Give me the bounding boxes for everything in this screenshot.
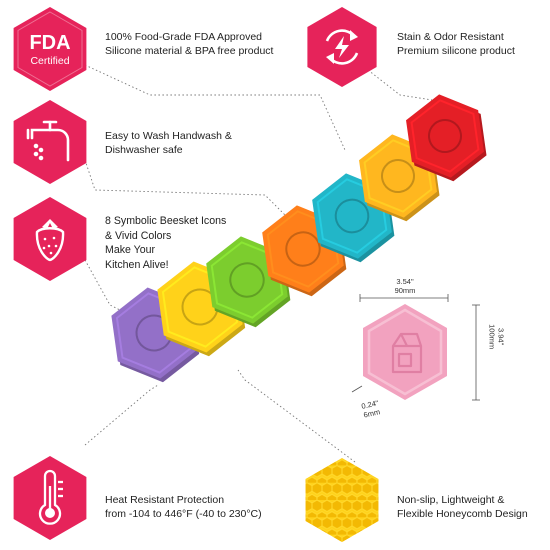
width-mm: 90mm [394, 285, 416, 295]
coaster-set [111, 94, 487, 383]
strawberry-icon [35, 219, 65, 262]
leader-fda [84, 64, 346, 151]
fda-text-line1: 100% Food-Grade FDA Approved [105, 31, 263, 43]
badge-heat [13, 456, 87, 540]
leader-icons [84, 259, 131, 316]
wash-text-line2: Dishwasher safe [105, 144, 183, 157]
height-in: 3.94" [496, 327, 506, 346]
heat-text-line1: Heat Resistant Protection [105, 494, 225, 506]
stain-text-line2: Premium silicone product [397, 45, 515, 58]
stain-text-line1: Stain & Odor Resistant [397, 31, 504, 43]
fda-badge-line2: Certified [30, 55, 69, 67]
badge-fda: FDA Certified [13, 7, 87, 91]
width-in: 3.54" [396, 277, 414, 286]
badge-honeycomb [305, 458, 379, 542]
leader-lines [84, 64, 433, 463]
wash-feature-text: Easy to Wash Handwash & Dishwasher safe [105, 129, 232, 158]
orange-icon [381, 159, 415, 193]
badge-stain [307, 7, 377, 87]
fda-feature-text: 100% Food-Grade FDA Approved Silicone ma… [105, 30, 273, 59]
stain-feature-text: Stain & Odor Resistant Premium silicone … [397, 30, 515, 59]
icons-text-line1: 8 Symbolic Beesket Icons [105, 215, 227, 227]
honeycomb-text-line2: Flexible Honeycomb Design [397, 508, 528, 521]
icons-text-line2: & Vivid Colors [105, 229, 172, 242]
icons-text-line4: Kitchen Alive! [105, 258, 169, 271]
wash-text-line1: Easy to Wash Handwash & [105, 130, 232, 142]
badge-wash [13, 100, 87, 184]
width-dimension-label: 3.54" 90mm [380, 277, 430, 295]
strawberry-icon [428, 119, 462, 153]
pumpkin-icon [285, 231, 321, 267]
fda-badge-line1: FDA [29, 32, 70, 54]
heat-feature-text: Heat Resistant Protection from -104 to 4… [105, 493, 262, 522]
fda-text-line2: Silicone material & BPA free product [105, 45, 274, 58]
leader-stain [367, 69, 433, 101]
milk-carton-icon [391, 332, 423, 374]
leader-wash [84, 159, 286, 216]
leader-heat [84, 384, 159, 446]
dimension-diagram [351, 294, 480, 401]
thermometer-icon [38, 469, 63, 525]
badge-icons [13, 197, 87, 281]
heat-text-line2: from -104 to 446°F (-40 to 230°C) [105, 508, 262, 521]
honeycomb-icon [305, 458, 379, 542]
coaster-strawberry [406, 94, 487, 182]
icons-text-line3: Make Your [105, 244, 156, 257]
leader-honey [237, 369, 356, 463]
broccoli-icon [334, 198, 370, 234]
milk-coaster [363, 304, 447, 400]
honeycomb-feature-text: Non-slip, Lightweight & Flexible Honeyco… [397, 493, 528, 522]
thickness-dim-line [351, 385, 363, 393]
honeycomb-text-line1: Non-slip, Lightweight & [397, 494, 505, 506]
kiwi-icon [229, 262, 265, 298]
lightning-refresh-icon [325, 29, 359, 65]
icons-feature-text: 8 Symbolic Beesket Icons & Vivid Colors … [105, 214, 226, 272]
height-dimension-label: 3.94" 100mm [487, 312, 506, 362]
faucet-icon [26, 120, 70, 162]
height-mm: 100mm [488, 324, 497, 350]
